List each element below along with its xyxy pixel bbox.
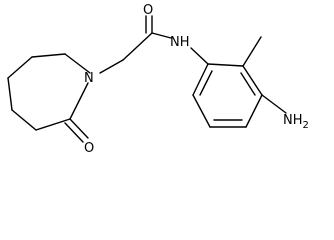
chemical-structure: O NH N O NH2 — [7, 3, 309, 153]
amide-carbonyl — [145, 15, 153, 34]
aryl-bond-c3-c4 — [245, 94, 263, 128]
ring-bond-c6-c5 — [7, 56, 33, 79]
aryl-bond-c1-c2 — [207, 63, 244, 67]
ring-bond-c7-c6 — [31, 53, 66, 58]
bond-ch2-amidec — [122, 32, 153, 61]
bond-nh-aryl — [190, 47, 209, 65]
bond-ringn-ch2 — [99, 59, 124, 74]
bond-amino — [261, 94, 287, 114]
aryl-double-c6-c1 — [199, 70, 213, 96]
lactam-co-bond-2 — [64, 122, 84, 143]
ring-bond-n-c7 — [64, 53, 91, 74]
ring-bond-c5-c4 — [7, 77, 13, 111]
azepanone-ring — [7, 53, 91, 131]
bond-methyl — [242, 36, 262, 67]
aryl-bond-c6-c1 — [192, 63, 209, 96]
benzene-ring — [192, 63, 263, 128]
amino-group-label: NH2 — [283, 113, 309, 131]
ring-bond-c4-c3 — [11, 109, 37, 131]
aryl-bond-c5-c6 — [192, 94, 211, 128]
aryl-double-c2-c3 — [240, 72, 256, 96]
ring-nitrogen-label: N — [84, 71, 94, 86]
lactam-carbonyl — [64, 118, 89, 143]
amide-oxygen-label: O — [143, 3, 153, 18]
bond-amidec-nh — [151, 32, 172, 39]
amide-nitrogen-label: NH — [170, 35, 190, 50]
ring-bond-c3-c2 — [35, 118, 71, 131]
ring-bond-c2-n — [69, 82, 89, 120]
aryl-bond-c2-c3 — [242, 65, 263, 96]
lactam-co-bond-1 — [69, 118, 89, 139]
lactam-oxygen-label: O — [84, 141, 94, 153]
